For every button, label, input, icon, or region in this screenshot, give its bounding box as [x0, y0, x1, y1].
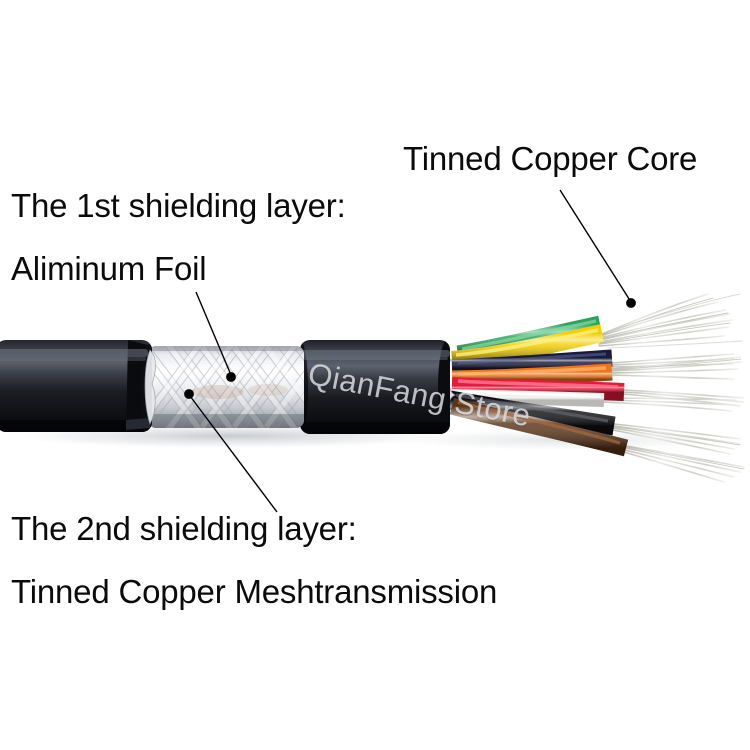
conductor-bundle: [448, 315, 629, 457]
tinned-copper-braid: [148, 346, 304, 428]
leader-lines: [184, 189, 636, 513]
tinned-copper-strands: [598, 293, 745, 483]
label-tinned-copper-core: Tinned Copper Core: [403, 140, 698, 177]
conductor-yellow: [451, 324, 604, 369]
label-first-shield-title: The 1st shielding layer:: [11, 187, 346, 224]
conductor-navy: [451, 349, 613, 377]
outer-jacket-left: [0, 340, 152, 432]
aluminum-foil-leader: [195, 291, 236, 382]
label-second-shield-material: Tinned Copper Meshtransmission: [11, 573, 498, 610]
label-first-shield-material: Aliminum Foil: [11, 250, 207, 287]
aluminum-foil-left-edge: [144, 349, 156, 425]
mesh-leader: [184, 389, 278, 513]
conductor-red: [451, 377, 625, 401]
inner-jacket: [300, 340, 450, 434]
core-leader: [559, 189, 636, 308]
conductor-brown: [449, 397, 629, 457]
label-second-shield-title: The 2nd shielding layer:: [11, 510, 357, 547]
